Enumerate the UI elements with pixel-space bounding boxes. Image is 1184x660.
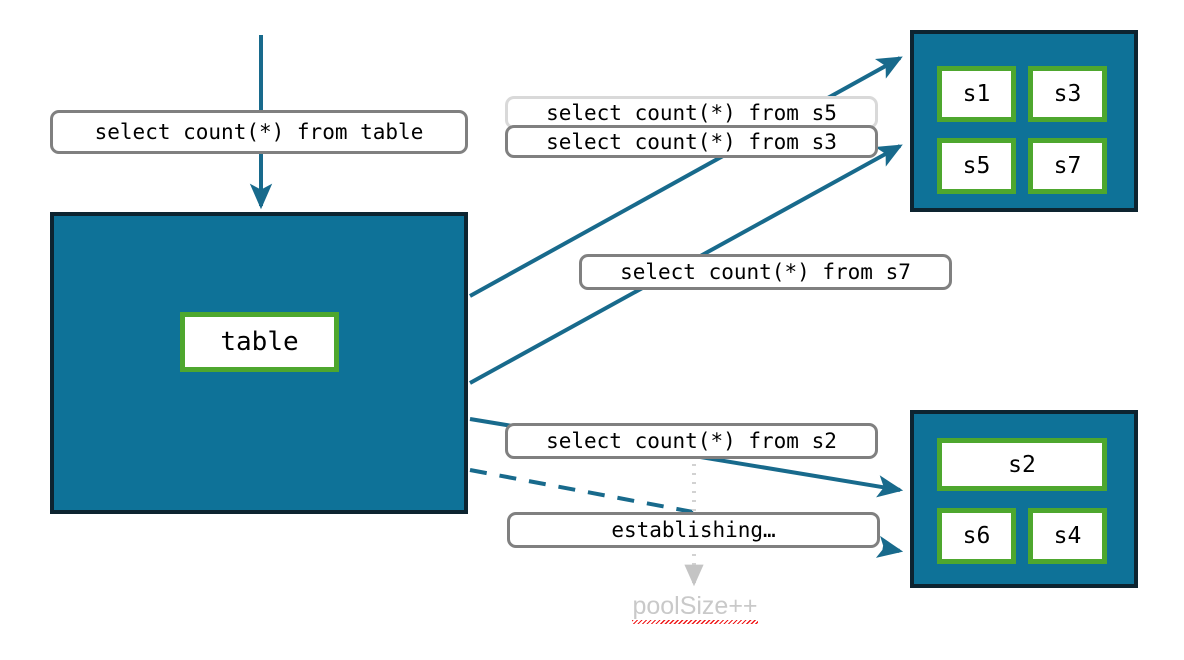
session-cell-s1[interactable]: s1 [937,66,1016,122]
label-query-s5[interactable]: select count(*) from s5 [505,96,878,129]
session-cell-s2[interactable]: s2 [937,438,1107,491]
label-incoming-query[interactable]: select count(*) from table [50,110,468,154]
label-query-s2[interactable]: select count(*) from s2 [505,423,878,459]
session-cell-s3[interactable]: s3 [1028,66,1107,122]
session-cell-s4[interactable]: s4 [1028,508,1107,564]
poolsize-annotation-text: poolSize++ [632,592,758,624]
label-establishing[interactable]: establishing… [507,512,880,548]
label-query-s3[interactable]: select count(*) from s3 [505,125,878,158]
label-query-s7[interactable]: select count(*) from s7 [579,254,952,290]
poolsize-annotation: poolSize++ [560,592,830,624]
table-node[interactable]: table [180,312,339,372]
session-cell-s6[interactable]: s6 [937,508,1016,564]
session-cell-s7[interactable]: s7 [1028,138,1107,194]
session-cell-s5[interactable]: s5 [937,138,1016,194]
